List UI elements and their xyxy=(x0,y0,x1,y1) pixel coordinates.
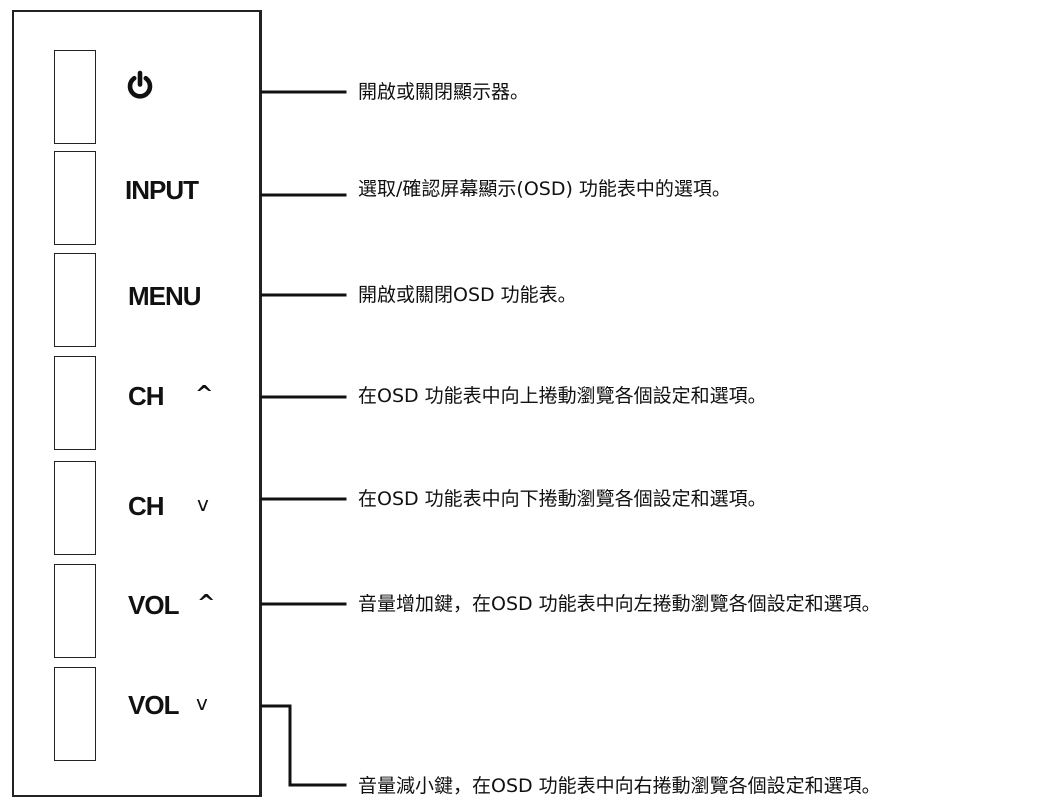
ch-up-description: 在OSD 功能表中向上捲動瀏覽各個設定和選項。 xyxy=(358,385,767,407)
menu-description: 開啟或關閉OSD 功能表。 xyxy=(358,284,577,306)
chevron-up-icon: ^ xyxy=(195,382,214,407)
chevron-up-icon: ^ xyxy=(197,591,216,616)
vol-up-button[interactable] xyxy=(54,564,96,658)
input-label: INPUT xyxy=(125,175,199,205)
ch-down-label: CH xyxy=(128,491,165,521)
ch-down-description: 在OSD 功能表中向下捲動瀏覽各個設定和選項。 xyxy=(358,488,767,510)
menu-label: MENU xyxy=(128,281,202,311)
vol-up-label: VOL xyxy=(128,590,179,620)
vol-down-button[interactable] xyxy=(54,667,96,761)
power-button[interactable] xyxy=(54,50,96,144)
chevron-down-icon: v xyxy=(197,492,209,516)
menu-button[interactable] xyxy=(54,253,96,347)
input-description: 選取/確認屏幕顯示(OSD) 功能表中的選項。 xyxy=(358,178,731,200)
leader-line-vol-down xyxy=(260,704,347,787)
ch-up-button[interactable] xyxy=(54,356,96,450)
vol-down-label: VOL xyxy=(128,690,179,720)
ch-down-button[interactable] xyxy=(54,461,96,555)
vol-down-description: 音量減小鍵，在OSD 功能表中向右捲動瀏覽各個設定和選項。 xyxy=(358,775,881,797)
input-button[interactable] xyxy=(54,151,96,245)
power-icon xyxy=(127,70,153,99)
chevron-down-icon: v xyxy=(196,691,208,715)
power-description: 開啟或關閉顯示器。 xyxy=(358,81,530,103)
control-panel xyxy=(12,10,262,797)
vol-up-description: 音量增加鍵，在OSD 功能表中向左捲動瀏覽各個設定和選項。 xyxy=(358,593,881,615)
ch-up-label: CH xyxy=(128,381,165,411)
